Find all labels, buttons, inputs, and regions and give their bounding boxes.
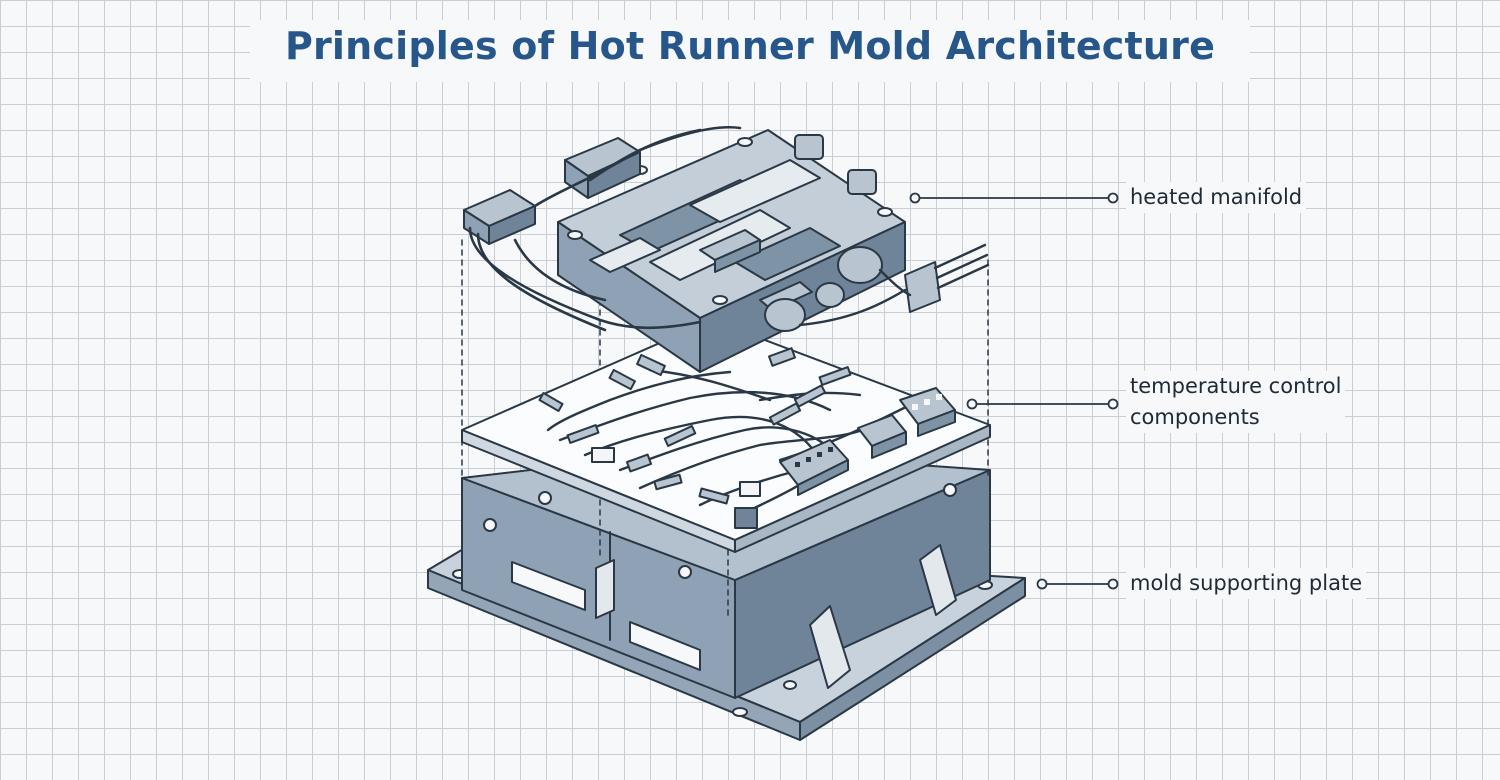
mold-supporting-plate-text: mold supporting plate: [1130, 571, 1363, 595]
callout-leaders: [909, 192, 1119, 590]
temperature-control-text-line2: components: [1130, 405, 1260, 429]
temperature-control-components-illustration: [461, 319, 991, 553]
page-title: Principles of Hot Runner Mold Architectu…: [284, 24, 1216, 68]
label-heated-manifold: heated manifold: [1126, 182, 1307, 213]
title-background: [250, 20, 1250, 82]
label-temperature-control-components: temperature control components: [1126, 371, 1346, 433]
heated-manifold-illustration: [463, 125, 990, 373]
temperature-control-text-line1: temperature control: [1130, 374, 1342, 398]
label-mold-supporting-plate: mold supporting plate: [1126, 568, 1367, 599]
heated-manifold-text: heated manifold: [1130, 185, 1303, 209]
